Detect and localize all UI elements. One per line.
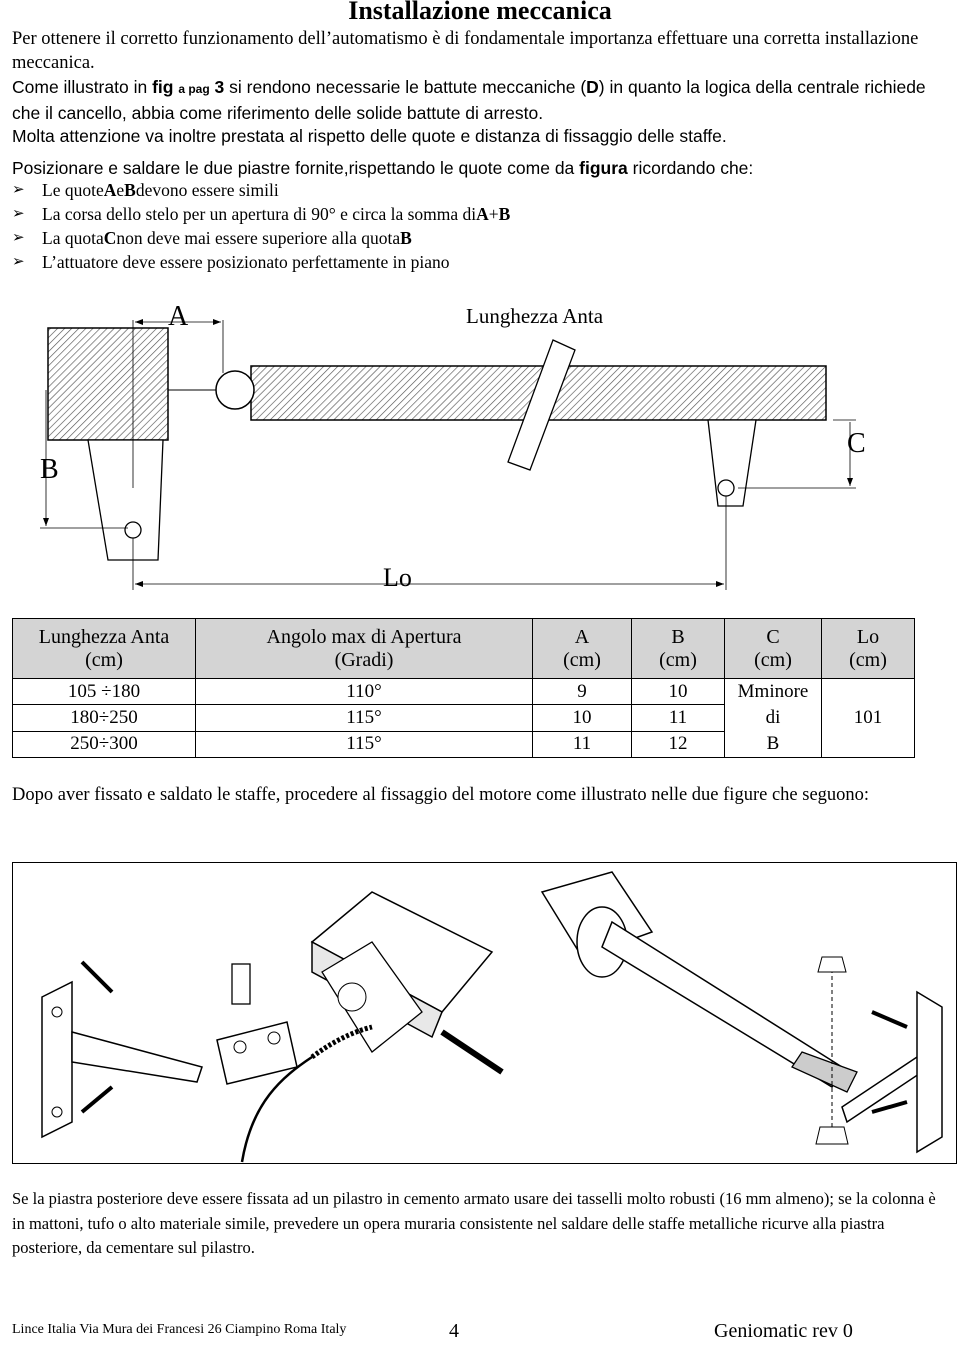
- arrow-bullet-icon: ➢: [12, 206, 25, 222]
- label-lo: Lo: [383, 563, 412, 592]
- arrowhead: [135, 319, 143, 325]
- list-item: ➢ La corsa dello stelo per un apertura d…: [12, 204, 511, 224]
- position-paragraph: Posizionare e saldare le due piastre for…: [12, 156, 952, 180]
- label-a: A: [168, 301, 189, 332]
- header-cell: C(cm): [724, 618, 822, 679]
- pillar-block: [47, 327, 169, 441]
- table-cell-lo: 101: [821, 678, 915, 758]
- label-b: B: [40, 454, 59, 485]
- arrow-bullet-icon: ➢: [12, 254, 25, 270]
- footer-company: Lince Italia Via Mura dei Francesi 26 Ci…: [12, 1322, 347, 1337]
- motor-endcap: [321, 941, 423, 1053]
- clevis-hole: [267, 1031, 281, 1045]
- actuator-rod: [601, 920, 843, 1089]
- table-cell: 10: [532, 704, 632, 732]
- table-cell: 250÷300: [12, 730, 196, 759]
- table-cell: 105 ÷180: [12, 677, 196, 706]
- label-c: C: [847, 428, 866, 459]
- screw-hole: [51, 1006, 63, 1018]
- arrowhead: [847, 478, 853, 486]
- text-fragment: ) in quanto la logica della centrale ric…: [12, 77, 926, 123]
- label-length: Lunghezza Anta: [466, 304, 604, 328]
- table-cell: 9: [532, 677, 632, 706]
- motor-mount-hole: [337, 982, 367, 1012]
- text-fragment: Posizionare e saldare le due piastre for…: [12, 158, 580, 178]
- specification-table: Lunghezza Anta(cm) Angolo max di Apertur…: [12, 618, 915, 759]
- table-cell: 180÷250: [12, 704, 196, 732]
- arrow-bullet-icon: ➢: [12, 182, 25, 198]
- after-table-paragraph: Dopo aver fissato e saldato le staffe, p…: [12, 785, 870, 805]
- rear-bracket: [71, 1031, 203, 1083]
- actuator-shaft: [507, 339, 576, 471]
- wall-plate: [41, 980, 73, 1139]
- bolt-icon: [80, 1085, 114, 1114]
- motor-cable: [240, 1055, 313, 1163]
- footer-product: Geniomatic rev 0: [714, 1320, 853, 1342]
- hinge-icon: [215, 370, 255, 410]
- screw-hole: [51, 1106, 63, 1118]
- table-cell: 12: [631, 730, 725, 759]
- attention-paragraph: Molta attenzione va inoltre prestata al …: [12, 126, 727, 146]
- arrowhead: [43, 518, 49, 526]
- text-fragment: Come illustrato in: [12, 77, 153, 97]
- clevis-hole: [233, 1040, 247, 1054]
- table-cell: 11: [631, 704, 725, 732]
- table-cell: 110°: [195, 677, 533, 706]
- bolt-head-icon: [817, 956, 847, 973]
- header-cell: Lunghezza Anta(cm): [12, 618, 196, 679]
- installation-diagram: A Lunghezza Anta B C Lo: [40, 301, 866, 592]
- text-fragment: ricordando che:: [627, 158, 754, 178]
- pin-icon: [231, 963, 251, 1005]
- footer-page-number: 4: [449, 1320, 459, 1342]
- battute-paragraph: Come illustrato in fig a pag 3 si rendon…: [12, 75, 952, 125]
- list-item: ➢ La quota C non deve mai essere superio…: [12, 228, 412, 248]
- text-fragment: fig: [152, 77, 174, 97]
- table-row: 180÷250 115° 10 11: [12, 704, 915, 732]
- table-cell: 115°: [195, 704, 533, 732]
- nut-icon: [815, 1126, 849, 1145]
- text-fragment: si rendono necessarie le battute meccani…: [224, 77, 587, 97]
- pillar-note: Se la piastra posteriore deve essere fis…: [12, 1189, 936, 1257]
- front-bracket-hole: [717, 479, 735, 497]
- list-item: ➢ L’attuatore deve essere posizionato pe…: [12, 252, 450, 272]
- text-fragment: 3: [214, 77, 225, 97]
- table-header-row: Lunghezza Anta(cm) Angolo max di Apertur…: [12, 618, 915, 679]
- arrowhead: [716, 581, 724, 587]
- rod-eye: [791, 1051, 858, 1093]
- pin-icon: [440, 1029, 504, 1075]
- list-item: ➢ Le quote A e B devono essere simili: [12, 180, 279, 200]
- bolt-icon: [871, 1100, 908, 1114]
- cable-spring: [310, 1024, 373, 1060]
- header-cell: B(cm): [631, 618, 725, 679]
- illustration-frame: [12, 862, 957, 1164]
- gate-plate: [916, 990, 943, 1154]
- intro-paragraph: Per ottenere il corretto funzionamento d…: [12, 29, 919, 73]
- text-fragment: a pag: [178, 82, 210, 96]
- text-fragment: D: [586, 77, 599, 97]
- header-cell: Angolo max di Apertura(Gradi): [195, 618, 533, 679]
- header-cell: A(cm): [532, 618, 632, 679]
- motor-mounting-illustration: [12, 862, 957, 1164]
- rear-bracket-hole: [124, 521, 142, 539]
- text-fragment: figura: [579, 158, 628, 178]
- table-cell: 115°: [195, 730, 533, 759]
- bolt-icon: [80, 960, 114, 994]
- header-cell: Lo(cm): [821, 618, 915, 679]
- bolt-icon: [871, 1010, 908, 1029]
- table-row: 250÷300 115° 11 12: [12, 730, 915, 759]
- rear-bracket: [87, 439, 164, 561]
- requirements-list: ➢ Le quote A e B devono essere simili ➢ …: [12, 178, 510, 274]
- arrowhead: [213, 319, 221, 325]
- page-title: Installazione meccanica: [348, 0, 612, 25]
- table-cell: 11: [532, 730, 632, 759]
- table-cell: 10: [631, 677, 725, 706]
- arrow-bullet-icon: ➢: [12, 230, 25, 246]
- arrowhead: [135, 581, 143, 587]
